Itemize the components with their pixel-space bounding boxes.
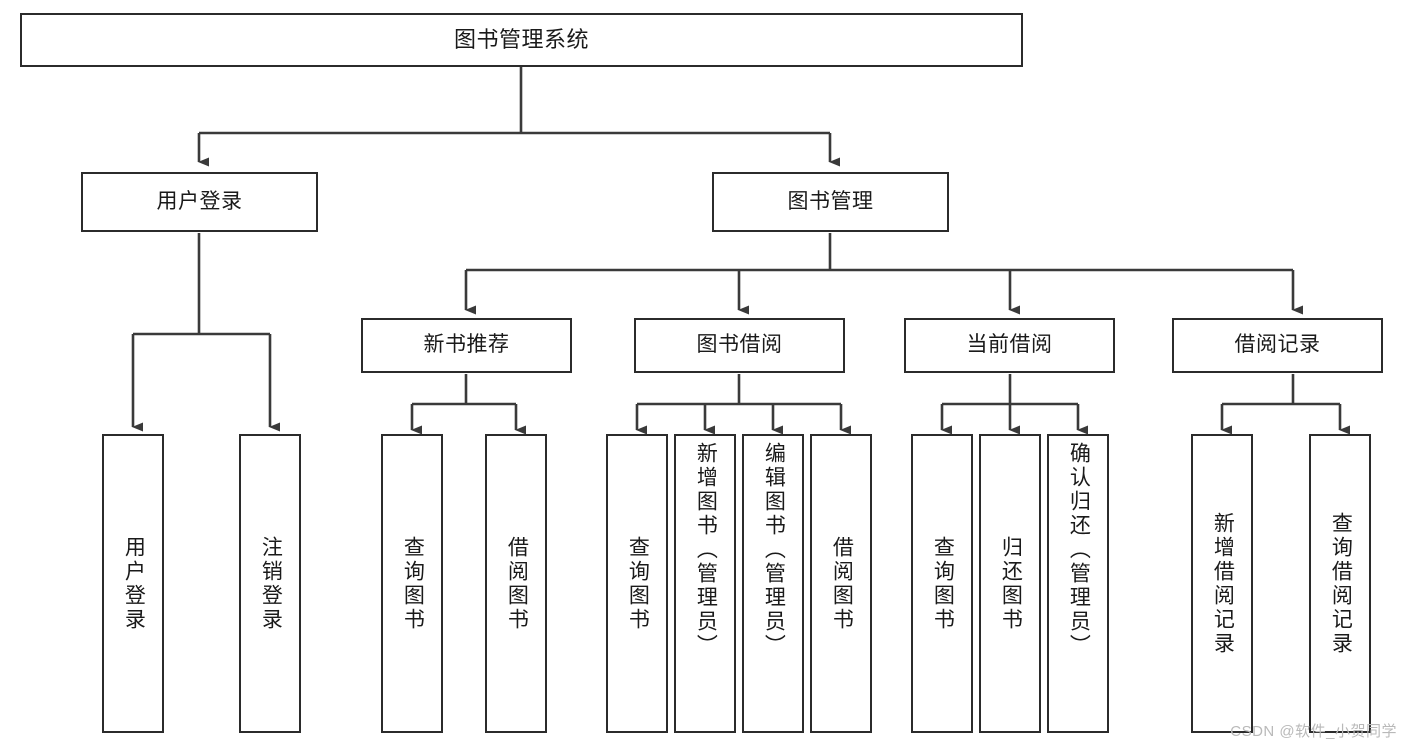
leaf-cb-confirm-return-admin[interactable]: 确认归还（管理员） bbox=[1047, 434, 1109, 733]
node-label: 图书借阅 bbox=[696, 333, 783, 357]
node-label: 图书管理 bbox=[787, 189, 874, 213]
node-borrow-record[interactable]: 借阅记录 bbox=[1172, 318, 1383, 373]
leaf-nb-borrow-book[interactable]: 借阅图书 bbox=[485, 434, 547, 733]
node-label: 当前借阅 bbox=[966, 333, 1053, 357]
leaf-bb-query-book[interactable]: 查询图书 bbox=[606, 434, 668, 733]
node-label: 借阅记录 bbox=[1234, 333, 1321, 357]
node-current-borrow[interactable]: 当前借阅 bbox=[904, 318, 1115, 373]
node-label: 用户登录 bbox=[122, 535, 146, 632]
node-label: 借阅图书 bbox=[830, 535, 854, 632]
leaf-bb-edit-book-admin[interactable]: 编辑图书（管理员） bbox=[742, 434, 804, 733]
leaf-cb-query-book[interactable]: 查询图书 bbox=[911, 434, 973, 733]
leaf-br-add-record[interactable]: 新增借阅记录 bbox=[1191, 434, 1253, 733]
leaf-user-login[interactable]: 用户登录 bbox=[102, 434, 164, 733]
leaf-bb-borrow-book[interactable]: 借阅图书 bbox=[810, 434, 872, 733]
node-label: 用户登录 bbox=[156, 189, 243, 213]
node-label: 查询图书 bbox=[626, 535, 650, 632]
leaf-cb-return-book[interactable]: 归还图书 bbox=[979, 434, 1041, 733]
node-root-library-system[interactable]: 图书管理系统 bbox=[20, 13, 1023, 67]
node-book-management[interactable]: 图书管理 bbox=[712, 172, 949, 232]
node-new-book-recommend[interactable]: 新书推荐 bbox=[361, 318, 572, 373]
node-user-login[interactable]: 用户登录 bbox=[81, 172, 318, 232]
leaf-br-query-record[interactable]: 查询借阅记录 bbox=[1309, 434, 1371, 733]
node-label: 查询图书 bbox=[931, 535, 955, 632]
node-label: 借阅图书 bbox=[505, 535, 529, 632]
node-book-borrow[interactable]: 图书借阅 bbox=[634, 318, 845, 373]
node-label: 查询图书 bbox=[401, 535, 425, 632]
watermark-csdn: CSDN @软件_小贺同学 bbox=[1230, 723, 1397, 740]
node-label: 新增借阅记录 bbox=[1211, 511, 1235, 656]
node-label: 确认归还（管理员） bbox=[1067, 442, 1091, 658]
node-label: 归还图书 bbox=[999, 535, 1023, 632]
node-label: 新书推荐 bbox=[423, 333, 510, 357]
node-label: 新增图书（管理员） bbox=[694, 442, 718, 658]
node-label: 注销登录 bbox=[259, 535, 283, 632]
node-label: 编辑图书（管理员） bbox=[762, 442, 786, 658]
leaf-logout[interactable]: 注销登录 bbox=[239, 434, 301, 733]
leaf-bb-add-book-admin[interactable]: 新增图书（管理员） bbox=[674, 434, 736, 733]
node-label: 图书管理系统 bbox=[453, 27, 589, 53]
leaf-nb-query-book[interactable]: 查询图书 bbox=[381, 434, 443, 733]
node-label: 查询借阅记录 bbox=[1329, 511, 1353, 656]
